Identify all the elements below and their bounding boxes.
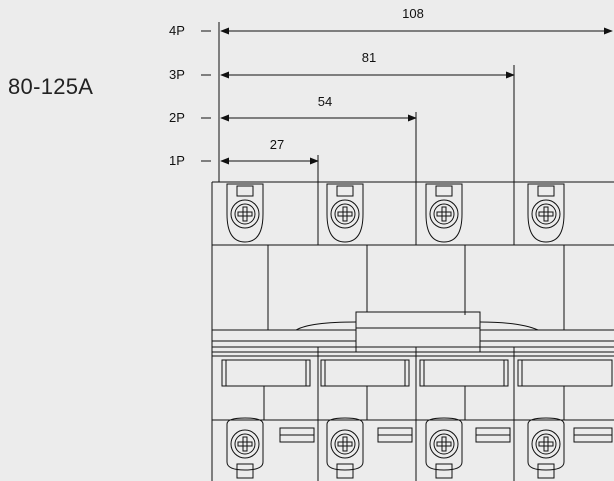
bottom-terminals	[226, 417, 565, 479]
screw-icon	[527, 417, 565, 479]
screw-icon	[226, 417, 264, 479]
screw-icon	[326, 417, 364, 479]
dimension-value-27: 27	[270, 137, 284, 152]
screw-icon	[425, 183, 463, 243]
pole-labels: 4P 3P 2P 1P	[169, 23, 185, 168]
screw-icon	[425, 417, 463, 479]
breaker-body	[211, 181, 614, 481]
pole-label-3p: 3P	[169, 67, 185, 82]
screw-icon	[226, 183, 264, 243]
top-terminals	[226, 183, 565, 243]
dimension-arrows	[220, 27, 613, 165]
pole-label-dashes	[201, 30, 211, 162]
extension-lines	[218, 22, 515, 182]
dimension-value-108: 108	[402, 6, 424, 21]
screw-icon	[326, 183, 364, 243]
dimension-value-54: 54	[318, 94, 332, 109]
current-rating-label: 80-125A	[8, 74, 94, 99]
pole-label-4p: 4P	[169, 23, 185, 38]
dimension-values: 108 81 54 27	[270, 6, 424, 152]
pole-label-1p: 1P	[169, 153, 185, 168]
pole-label-2p: 2P	[169, 110, 185, 125]
screw-icon	[527, 183, 565, 243]
dimension-value-81: 81	[362, 50, 376, 65]
